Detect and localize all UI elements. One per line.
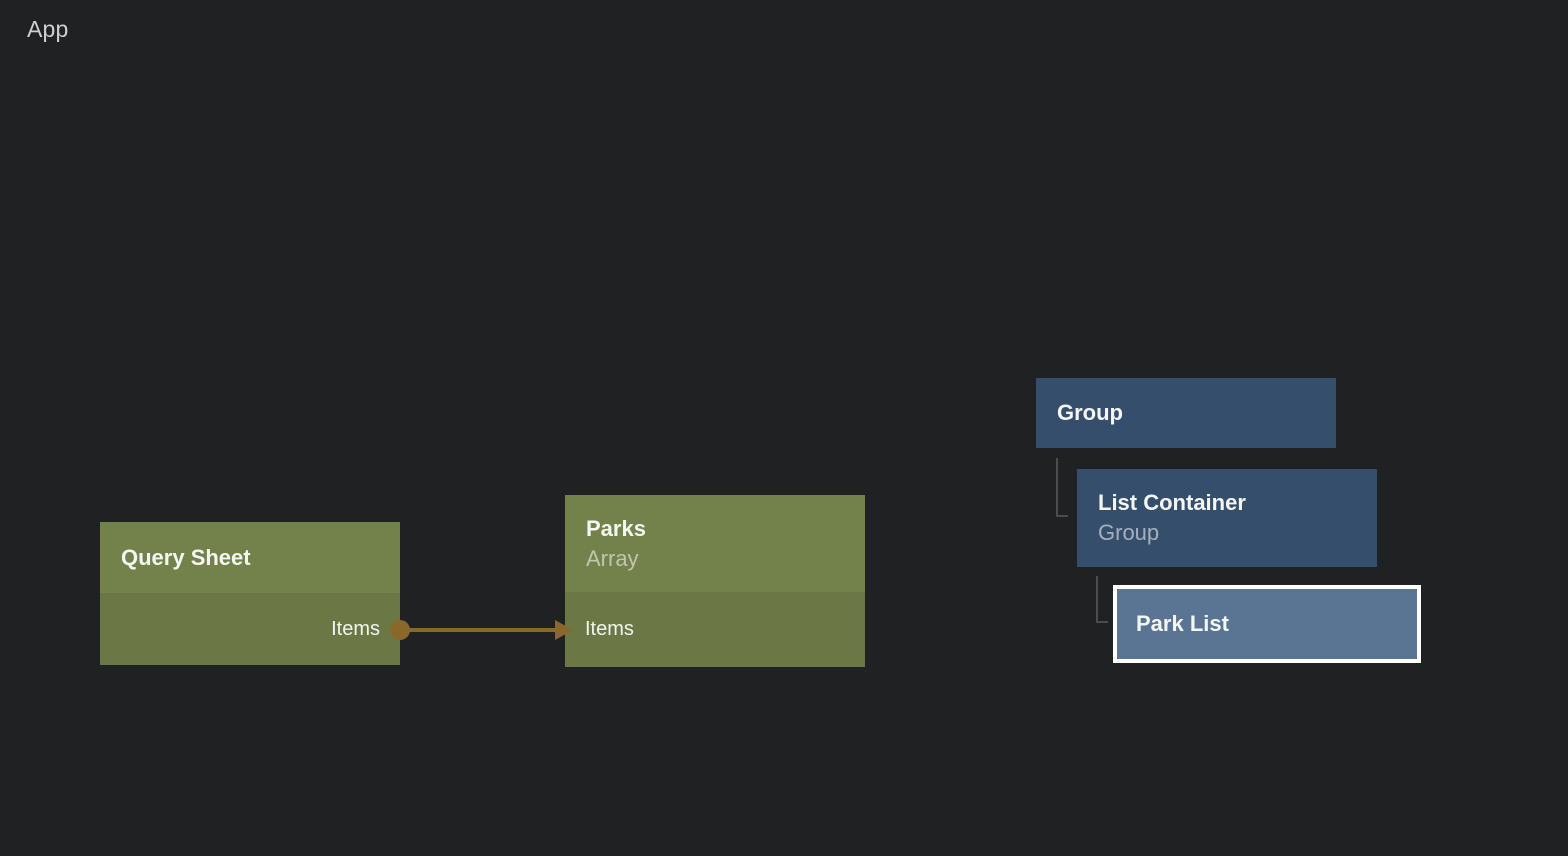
edge-arrowhead-icon — [555, 620, 573, 640]
node-title: List Container — [1098, 490, 1246, 515]
node-list-container[interactable]: List Container Group — [1077, 469, 1377, 567]
node-parks-header[interactable]: Parks Array — [565, 495, 865, 592]
tree-connector-list-container-to-park-list — [1096, 576, 1108, 623]
node-title: Group — [1057, 400, 1123, 425]
node-query-sheet[interactable]: Query Sheet Items — [100, 522, 400, 665]
node-group[interactable]: Group — [1036, 378, 1336, 448]
input-port-label: Items — [585, 618, 634, 640]
node-title: Park List — [1136, 611, 1229, 636]
node-type-label: Group — [1098, 520, 1160, 545]
node-title: Query Sheet — [121, 544, 251, 570]
output-port-dot[interactable] — [390, 620, 410, 640]
node-query-sheet-header[interactable]: Query Sheet — [100, 522, 400, 593]
node-parks-ports: Items — [565, 592, 865, 667]
node-parks[interactable]: Parks Array Items — [565, 495, 865, 667]
node-type-label: Array — [586, 545, 639, 571]
app-breadcrumb: App — [27, 16, 69, 42]
tree-connector-group-to-list-container — [1056, 458, 1068, 517]
edge-line[interactable] — [399, 628, 557, 632]
node-query-sheet-ports: Items — [100, 593, 400, 665]
node-title: Parks — [586, 515, 646, 541]
output-port-label: Items — [331, 617, 380, 640]
node-park-list-selected[interactable]: Park List — [1113, 585, 1421, 663]
